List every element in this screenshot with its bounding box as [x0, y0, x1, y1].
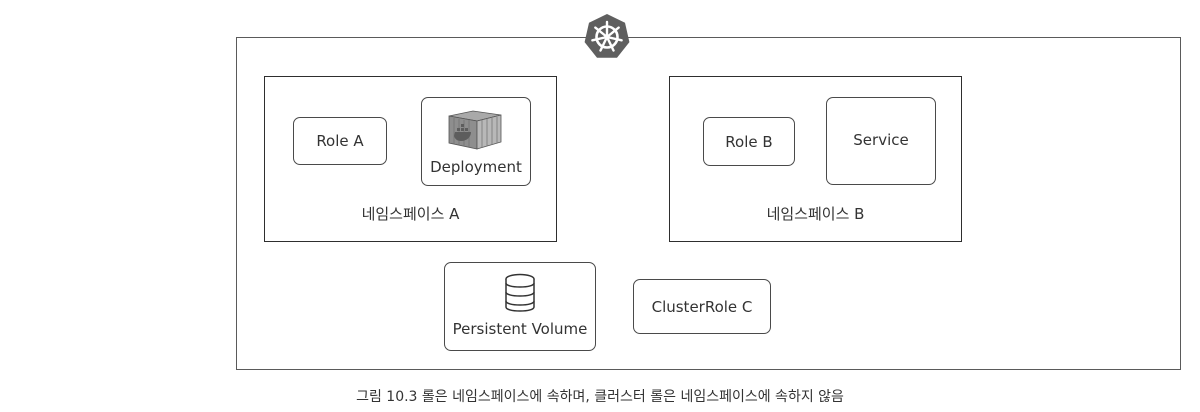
kubernetes-icon: [584, 14, 630, 58]
service-label: Service: [853, 131, 909, 149]
cluster-role-box: ClusterRole C: [633, 279, 771, 334]
role-a-label: Role A: [316, 132, 364, 150]
database-icon: [505, 273, 535, 312]
namespace-b-label: 네임스페이스 B: [766, 205, 865, 223]
namespace-a-label: 네임스페이스 A: [361, 205, 460, 223]
role-b-box: Role B: [703, 117, 795, 166]
persistent-volume-label: Persistent Volume: [452, 320, 588, 338]
figure-caption: 그림 10.3 롤은 네임스페이스에 속하며, 클러스터 롤은 네임스페이스에 …: [356, 389, 844, 405]
docker-container-icon: [448, 110, 502, 150]
role-a-box: Role A: [293, 117, 387, 165]
cluster-role-label: ClusterRole C: [651, 297, 753, 316]
role-b-label: Role B: [725, 132, 773, 151]
service-box: Service: [826, 97, 936, 185]
deployment-label: Deployment: [430, 158, 522, 176]
